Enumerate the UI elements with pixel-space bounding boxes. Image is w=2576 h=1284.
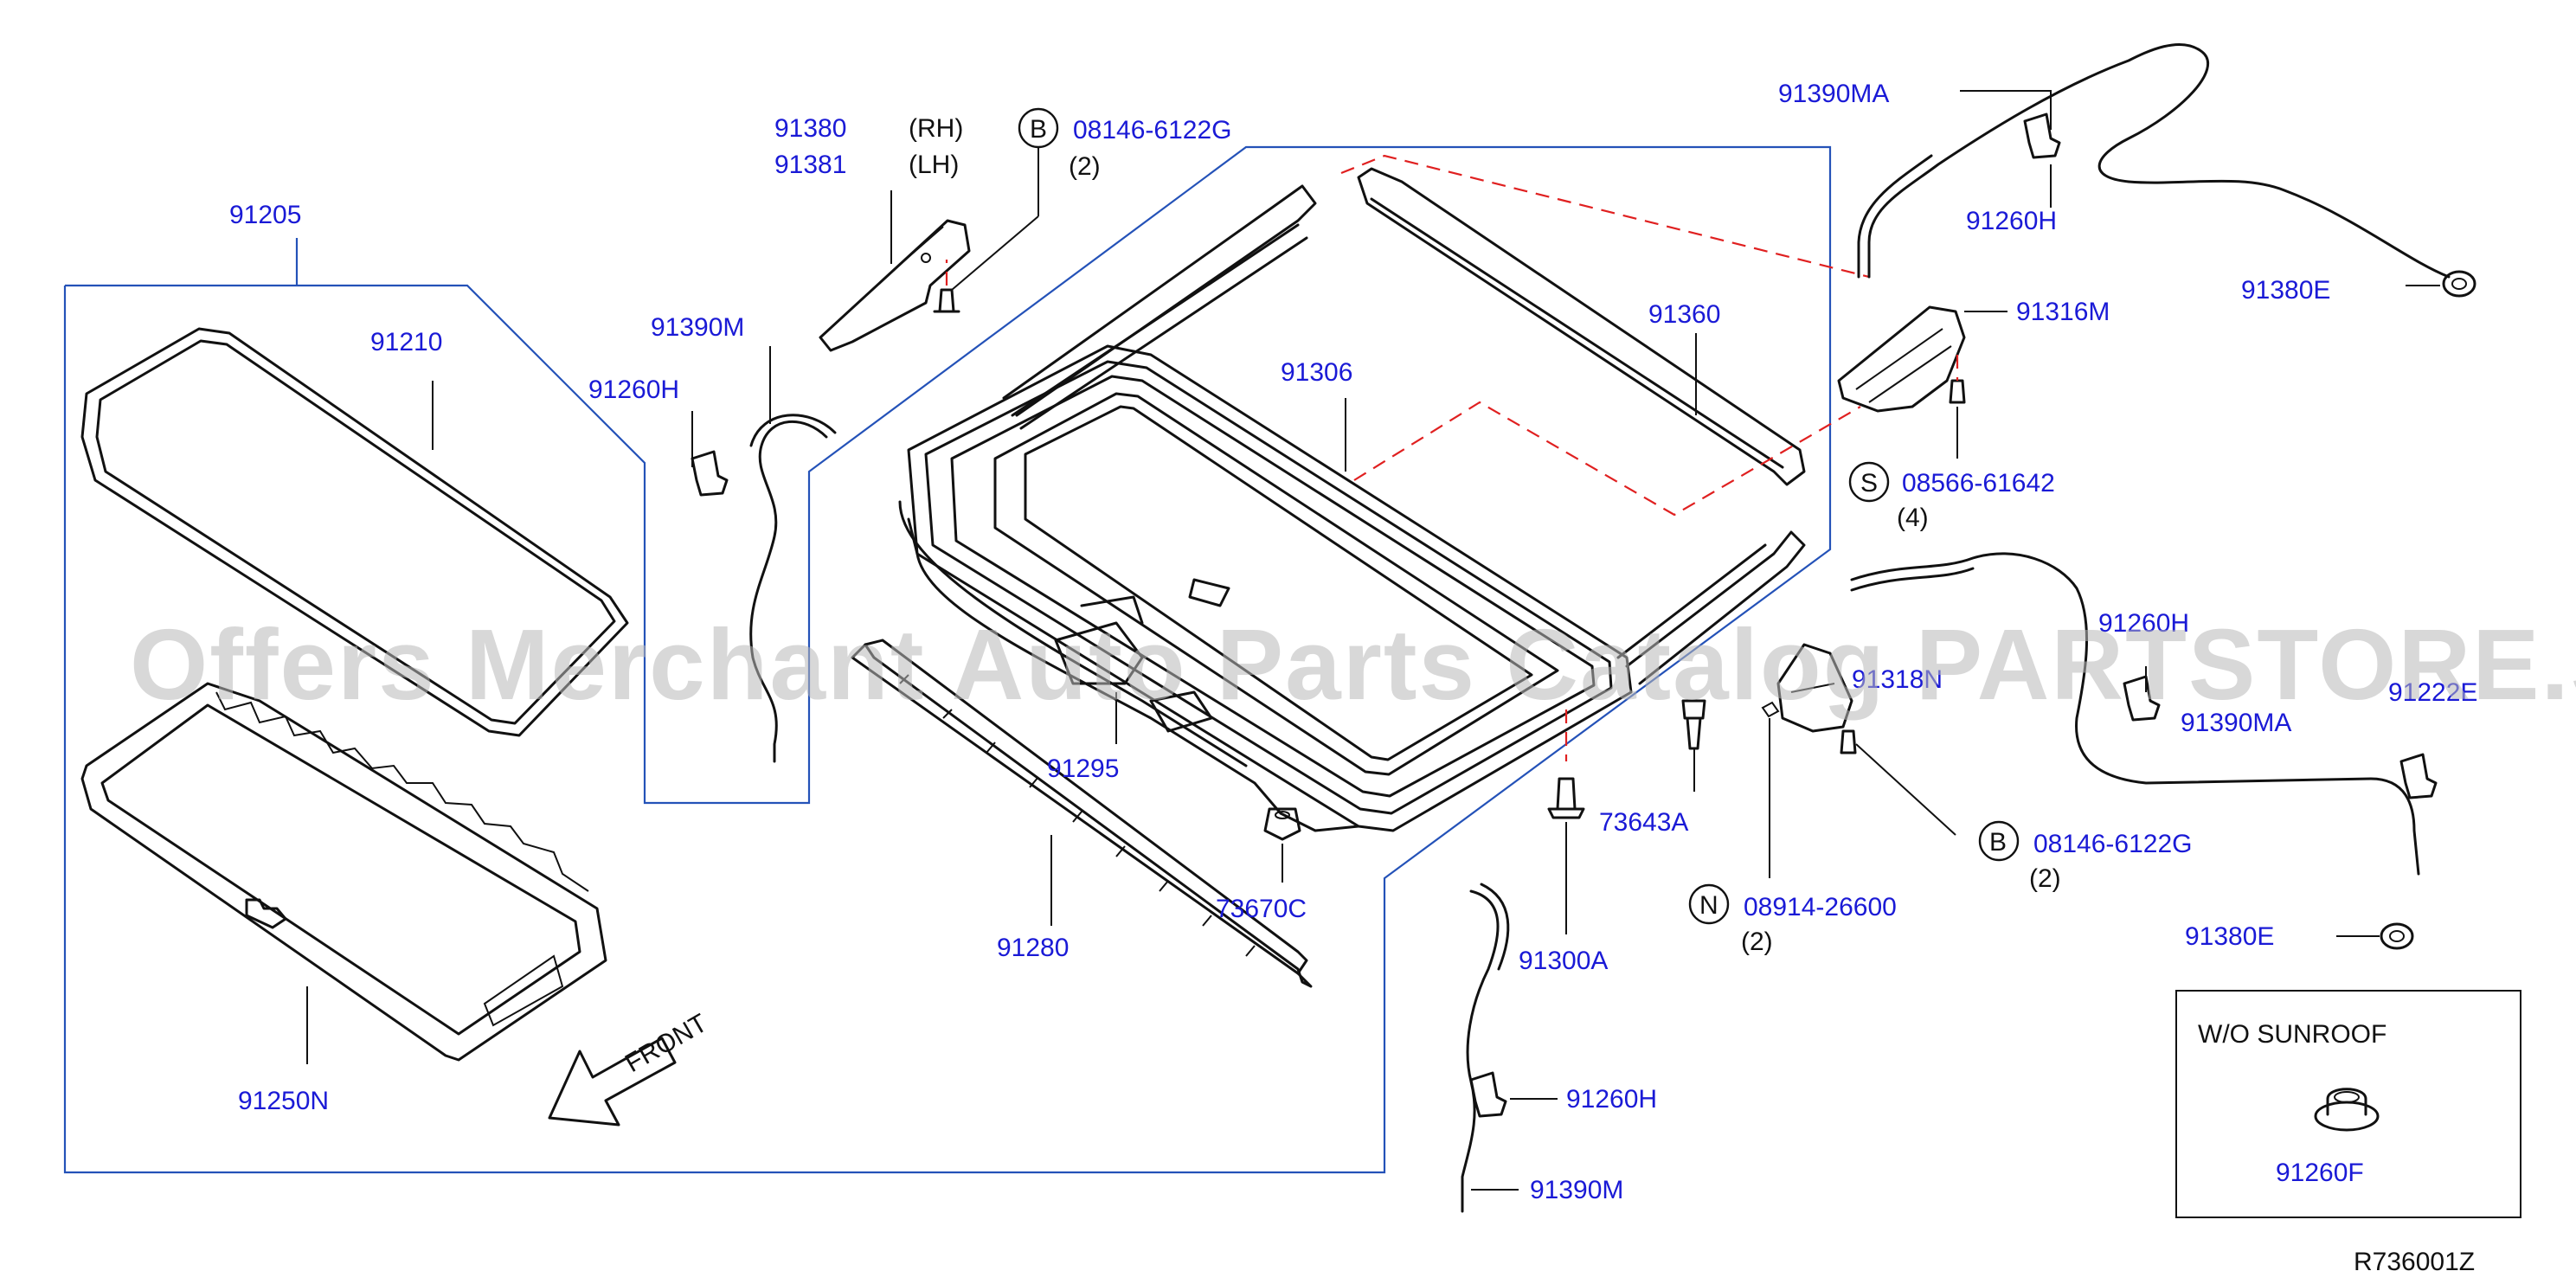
side-bracket [819, 219, 971, 352]
s-symbol: S [1860, 469, 1878, 498]
diagram-code: R736001Z [2354, 1248, 2475, 1276]
label-73670C: 73670C [1216, 895, 1307, 923]
inset-part: 91260F [2276, 1159, 2364, 1187]
label-91360: 91360 [1648, 300, 1720, 329]
screw-icon [1547, 777, 1585, 819]
clip-icon [2399, 753, 2438, 799]
label-91260H-right: 91260H [2098, 609, 2189, 638]
label-91390M-bottom: 91390M [1530, 1176, 1623, 1204]
label-91210: 91210 [370, 328, 442, 356]
label-91381: 91381 [774, 151, 846, 179]
label-91300A: 91300A [1519, 947, 1608, 975]
bracket-91316M [1837, 305, 1966, 413]
screw-callout-s [1848, 461, 1890, 503]
label-73643A: 73643A [1599, 808, 1688, 837]
drain-hose-top-right [1857, 42, 2451, 279]
drain-hose-bottom [1461, 883, 1510, 1213]
front-seal [851, 639, 1313, 988]
label-91316M: 91316M [2016, 298, 2110, 326]
label-91390MA-top: 91390MA [1778, 80, 1889, 108]
grommet-icon [2314, 1088, 2380, 1132]
bracket-91318N [1776, 643, 1853, 733]
label-91280: 91280 [997, 934, 1069, 962]
qty-b1: (2) [1069, 152, 1101, 181]
group-boundary [63, 145, 1832, 1174]
label-91222E: 91222E [2388, 678, 2477, 707]
sunshade-panel [80, 682, 607, 1062]
label-91306: 91306 [1281, 358, 1352, 387]
qty-s: (4) [1897, 504, 1929, 532]
label-91260H-left: 91260H [588, 376, 679, 404]
clip-icon [2023, 112, 2061, 159]
label-08566-61642: 08566-61642 [1902, 469, 2055, 498]
label-08914-26600: 08914-26600 [1744, 893, 1897, 921]
leader-lines [306, 90, 2440, 1191]
label-lh: (LH) [909, 151, 959, 179]
label-08146-6122G-bottom: 08146-6122G [2033, 830, 2193, 858]
part-labels: 91205 91210 91250N 91380 91381 (RH) (LH)… [229, 80, 2477, 1204]
label-91380E-bottom: 91380E [2185, 922, 2274, 951]
bolt-callout-b1 [1018, 107, 1059, 149]
grommet-icon [2380, 922, 2414, 950]
label-91390MA-right: 91390MA [2181, 709, 2291, 737]
b2-symbol: B [1989, 828, 2007, 857]
bolt-callout-b2 [1978, 820, 2020, 862]
label-91260H-topright: 91260H [1966, 207, 2057, 235]
grommet-icon [2442, 270, 2476, 298]
qty-n: (2) [1741, 928, 1773, 956]
front-arrow-icon [548, 1037, 677, 1127]
label-08146-6122G-top: 08146-6122G [1073, 116, 1232, 144]
n-symbol: N [1699, 891, 1718, 920]
qty-b2: (2) [2029, 864, 2061, 893]
glass-panel [80, 327, 629, 737]
label-rh: (RH) [909, 114, 963, 143]
nut-icon [1263, 807, 1301, 841]
wind-deflector [1357, 167, 1806, 486]
b1-symbol: B [1030, 115, 1047, 144]
screw-icon [1840, 729, 1857, 754]
label-91205: 91205 [229, 201, 301, 229]
inset-title: W/O SUNROOF [2198, 1020, 2386, 1049]
drain-hose-right [1850, 552, 2420, 876]
screw-icon [1949, 379, 1966, 404]
label-91380: 91380 [774, 114, 846, 143]
watermark: Offers Merchant Auto Parts Catalog PARTS… [130, 608, 2576, 721]
label-91390M-top: 91390M [651, 313, 744, 342]
nut-callout-n [1688, 883, 1730, 925]
label-91380E-top: 91380E [2241, 276, 2330, 305]
clip-icon [691, 450, 729, 497]
inset-box [2175, 990, 2521, 1218]
label-91318N: 91318N [1852, 665, 1943, 694]
drain-hose-left [749, 414, 837, 763]
label-91250N: 91250N [238, 1087, 329, 1115]
label-91260H-bottom: 91260H [1566, 1085, 1657, 1114]
screw-icon [933, 288, 960, 313]
sunroof-frame [898, 184, 1806, 832]
label-91295: 91295 [1047, 754, 1119, 783]
clip-icon [1469, 1071, 1507, 1118]
rivet-icon [1681, 699, 1706, 750]
